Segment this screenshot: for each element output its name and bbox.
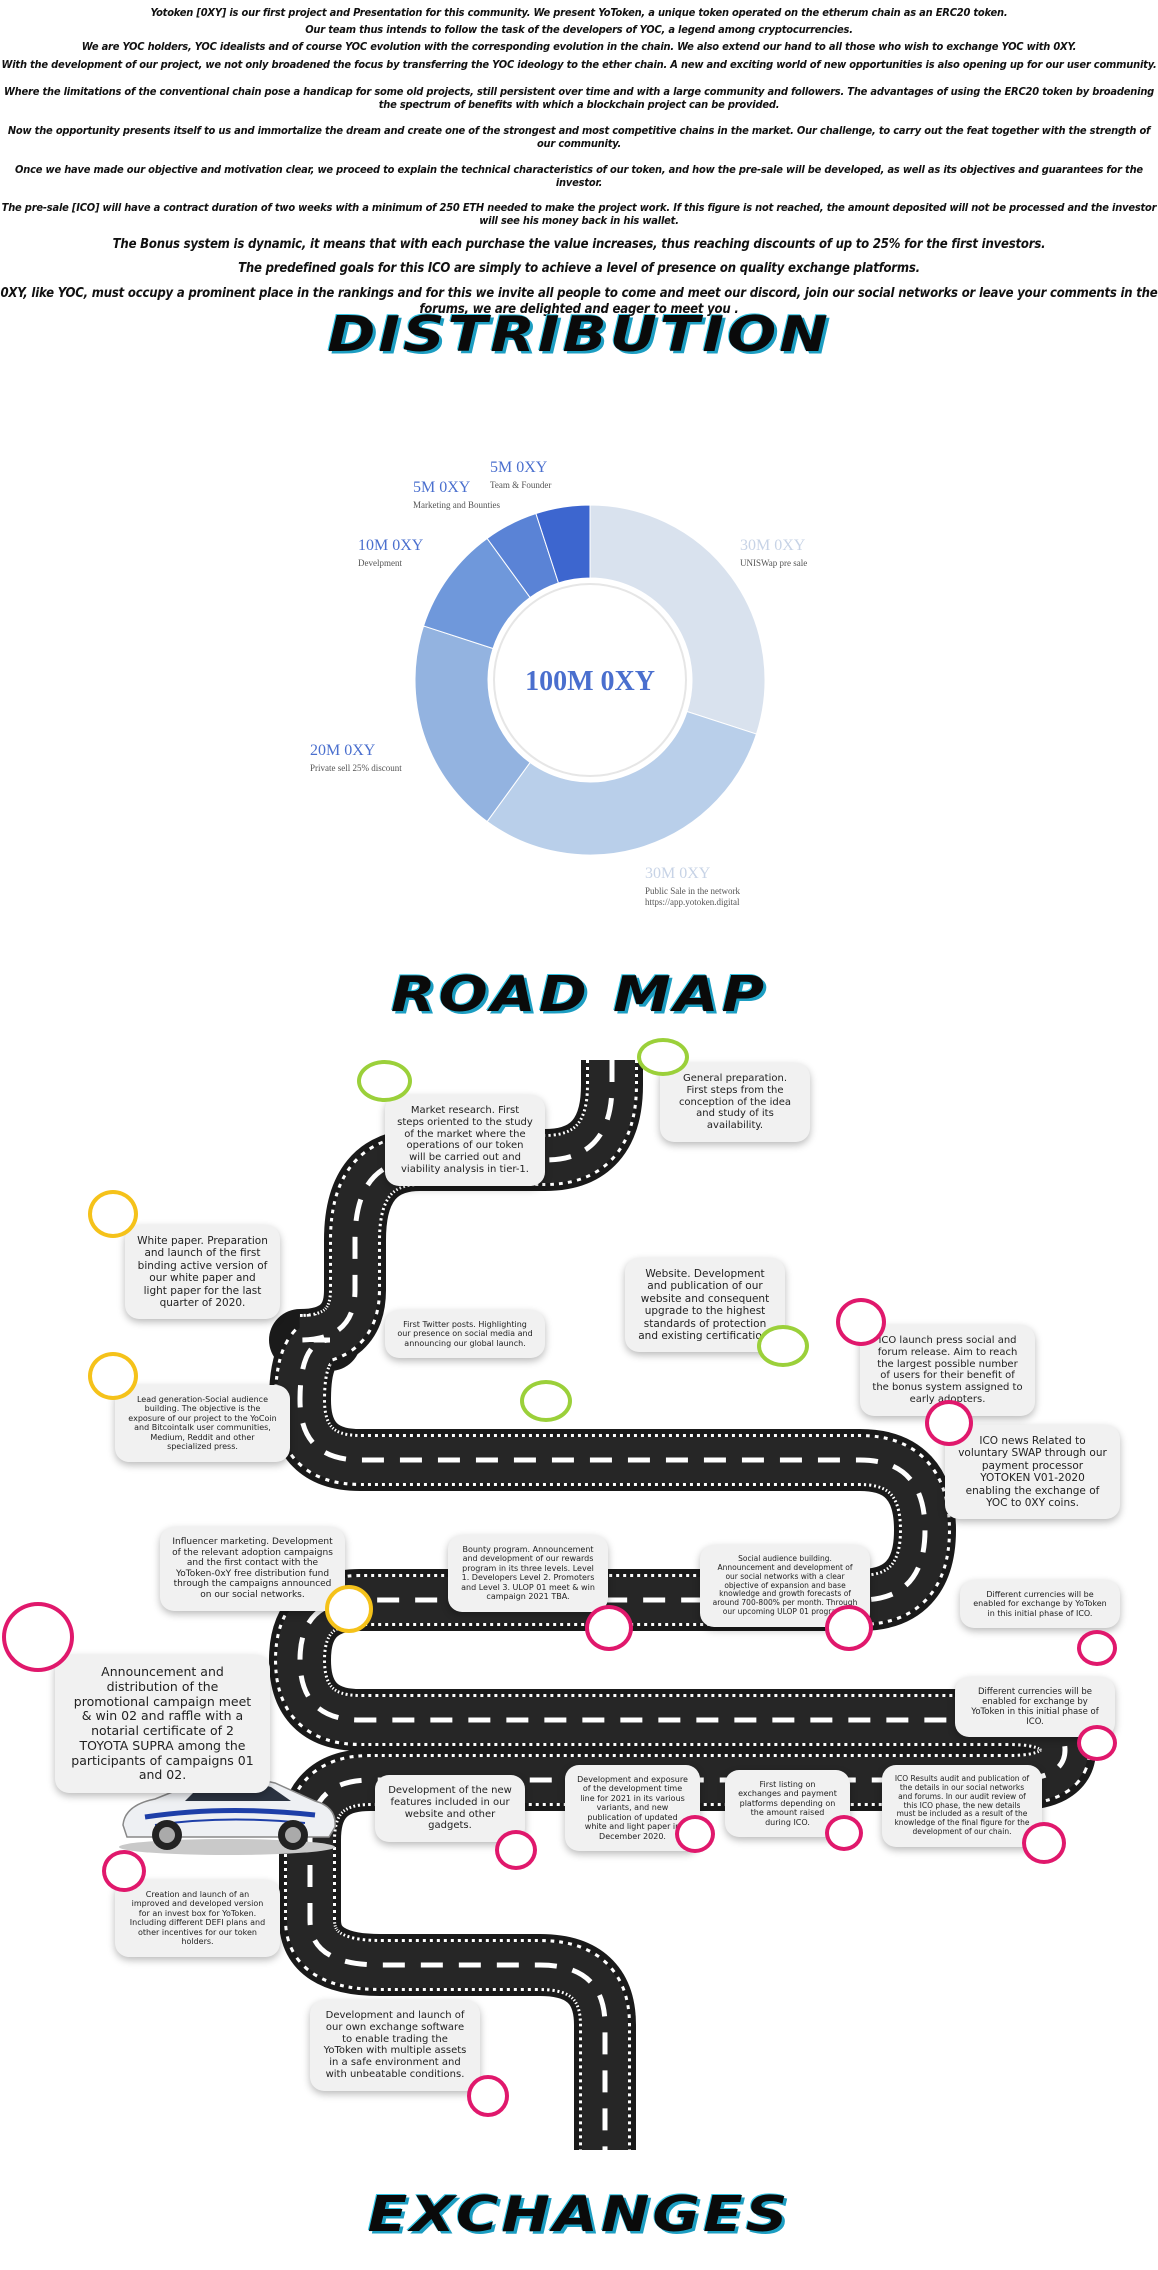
donut-slice: [486, 710, 758, 856]
donut-center-label: 100M 0XY: [525, 666, 655, 697]
roadmap-step-influencer-marketing: Influencer marketing. Development of the…: [160, 1527, 345, 1611]
roadmap-step-bounty-program: Bounty program. Announcement and develop…: [448, 1535, 608, 1612]
roadmap-marker-ring: [357, 1060, 412, 1102]
roadmap-marker-ring: [925, 1400, 973, 1446]
intro-line: Where the limitations of the conventiona…: [3, 84, 1155, 111]
roadmap-marker-ring: [102, 1850, 146, 1892]
slice-name-label: Private sell 25% discount: [310, 763, 402, 773]
intro-line: Now the opportunity presents itself to u…: [7, 124, 1151, 151]
donut-center-circle: [493, 583, 687, 777]
roadmap-marker-ring: [2, 1602, 74, 1672]
roadmap-marker-ring: [1022, 1822, 1066, 1864]
roadmap-marker-ring: [88, 1352, 138, 1400]
roadmap-marker-ring: [825, 1605, 873, 1651]
donut-slice: [589, 504, 766, 735]
intro-line: The Bonus system is dynamic, it means th…: [112, 237, 1046, 253]
roadmap-step-exchange-software: Development and launch of our own exchan…: [310, 2000, 480, 2091]
slice-value-label: 20M 0XY: [310, 742, 376, 759]
roadmap-step-market-research: Market research. First steps oriented to…: [385, 1095, 545, 1186]
intro-line: With the development of our project, we …: [1, 57, 1157, 71]
roadmap-step-invest-box: Creation and launch of an improved and d…: [115, 1880, 280, 1957]
roadmap-step-social-audience: Social audience building. Announcement a…: [700, 1545, 870, 1627]
donut-slice: [535, 504, 591, 584]
roadmap-step-white-paper: White paper. Preparation and launch of t…: [125, 1225, 280, 1320]
slice-name-label: Public Sale in the network: [645, 886, 740, 896]
roadmap-step-lead-generation: Lead generation-Social audience building…: [115, 1385, 290, 1462]
roadmap-marker-ring: [637, 1038, 689, 1076]
roadmap-step-ico-results: ICO Results audit and publication of the…: [882, 1765, 1042, 1847]
roadmap-marker-ring: [1077, 1630, 1117, 1666]
roadmap-step-new-features: Development of the new features included…: [375, 1775, 525, 1843]
roadmap-marker-ring: [757, 1325, 809, 1367]
roadmap-marker-ring: [495, 1830, 537, 1870]
roadmap-marker-ring: [1077, 1725, 1117, 1761]
slice-name-label: Develpment: [358, 558, 402, 568]
roadmap-step-twitter: First Twitter posts. Highlighting our pr…: [385, 1310, 545, 1359]
intro-line: Yotoken [0XY] is our first project and P…: [150, 6, 1008, 19]
intro-line: The pre-sale [ICO] will have a contract …: [1, 200, 1157, 228]
slice-name-label: https://app.yotoken.digital: [645, 897, 740, 907]
roadmap-step-currencies-1: Different currencies will be enabled for…: [960, 1580, 1120, 1629]
roadmap-marker-ring: [836, 1298, 886, 1346]
roadmap-marker-ring: [88, 1190, 138, 1238]
roadmap-heading: ROAD MAP: [390, 965, 768, 1023]
intro-line: Our team thus intends to follow the task…: [305, 23, 853, 37]
intro-line: We are YOC holders, YOC idealists and of…: [81, 40, 1077, 54]
slice-value-label: 30M 0XY: [645, 865, 711, 882]
roadmap-marker-ring: [467, 2075, 509, 2117]
slice-value-label: 5M 0XY: [490, 459, 548, 476]
intro-line: Once we have made our objective and moti…: [15, 162, 1143, 189]
slice-name-label: Team & Founder: [490, 480, 551, 490]
roadmap-marker-ring: [325, 1585, 373, 1633]
roadmap-marker-ring: [675, 1815, 715, 1853]
intro-line: The predefined goals for this ICO are si…: [238, 260, 920, 276]
slice-value-label: 30M 0XY: [740, 537, 806, 554]
roadmap-step-ico-news: ICO news Related to voluntary SWAP throu…: [945, 1425, 1120, 1520]
roadmap-marker-ring: [520, 1380, 572, 1422]
slice-value-label: 5M 0XY: [413, 479, 471, 496]
slice-name-label: Marketing and Bounties: [413, 500, 500, 510]
roadmap-step-ico-launch: ICO launch press social and forum releas…: [860, 1325, 1035, 1416]
roadmap-marker-ring: [585, 1605, 633, 1651]
intro-line: 0XY, like YOC, must occupy a prominent p…: [0, 286, 1158, 318]
slice-name-label: UNISWap pre sale: [740, 558, 807, 568]
distribution-donut-chart: 30M 0XY UNISWap pre sale 30M 0XY Public Sal…: [310, 459, 807, 907]
slice-value-label: 10M 0XY: [358, 537, 424, 554]
roadmap-marker-ring: [825, 1815, 863, 1851]
distribution-heading: DISTRIBUTION: [327, 305, 831, 363]
exchanges-heading: EXCHANGES: [367, 2185, 791, 2243]
roadmap-step-announcement-supra: Announcement and distribution of the pro…: [55, 1655, 270, 1793]
road-center-line: [297, 1060, 1068, 2150]
roadmap-step-general-preparation: General preparation. First steps from th…: [660, 1063, 810, 1142]
road-lane: [276, 1060, 1089, 2150]
intro-text: Yotoken [0XY] is our first project and P…: [0, 0, 1158, 318]
